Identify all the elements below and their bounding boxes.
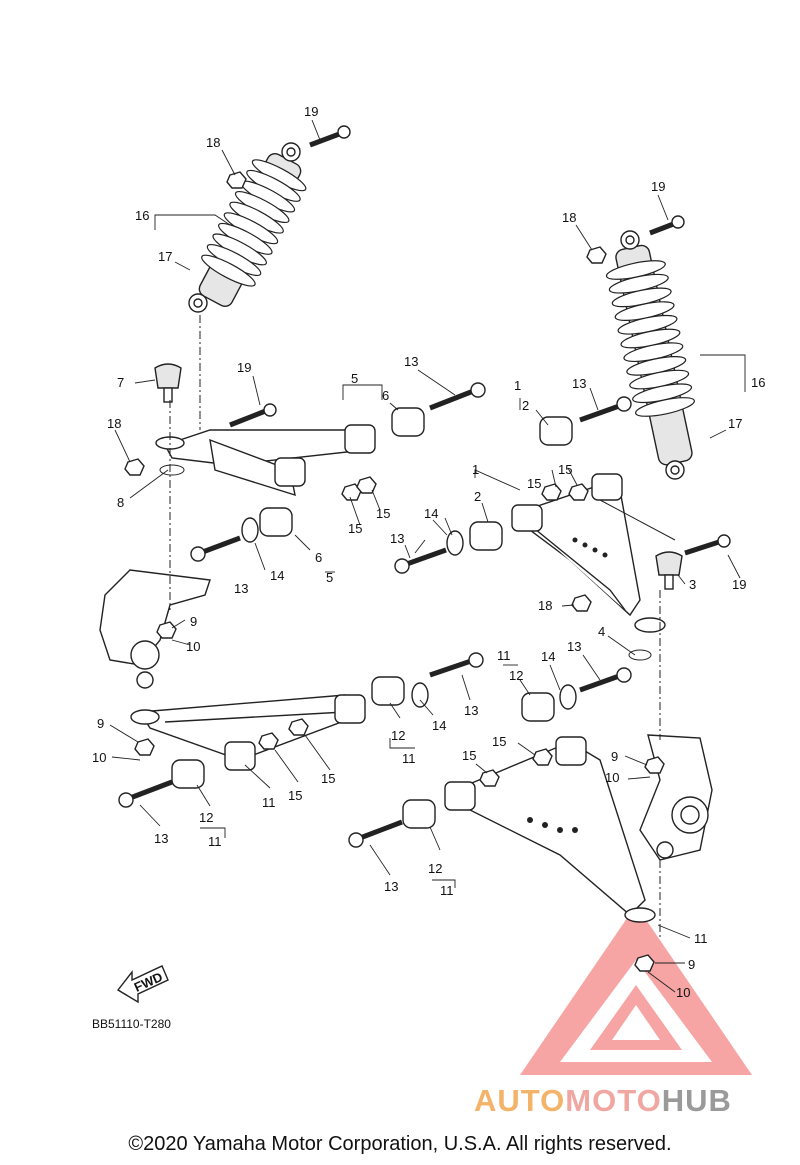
left-shock-absorber — [188, 142, 307, 313]
callout-13: 13 — [404, 354, 418, 369]
callout-4: 4 — [598, 624, 605, 639]
callout-17: 17 — [158, 249, 172, 264]
callout-13: 13 — [234, 581, 248, 596]
callout-9: 9 — [688, 957, 695, 972]
callout-19: 19 — [237, 360, 251, 375]
upper-right-arm — [511, 473, 666, 633]
leader-lines — [109, 119, 746, 993]
callout-10: 10 — [676, 985, 690, 1000]
callout-16: 16 — [751, 375, 765, 390]
watermark-logo-triangle — [520, 905, 752, 1075]
left-steering-knuckle — [99, 569, 211, 689]
lower-right-arm — [444, 736, 656, 923]
bolts — [118, 125, 731, 848]
bushings — [171, 407, 577, 829]
lower-left-arm — [130, 694, 366, 771]
callout-15: 15 — [288, 788, 302, 803]
watermark-part1: AUTO — [474, 1083, 566, 1118]
nuts — [124, 171, 665, 972]
callout-15: 15 — [527, 476, 541, 491]
callout-12: 12 — [428, 861, 442, 876]
callout-11: 11 — [262, 795, 276, 810]
callout-13: 13 — [567, 639, 581, 654]
callout-9: 9 — [611, 749, 618, 764]
callout-2: 2 — [522, 398, 529, 413]
callout-12: 12 — [199, 810, 213, 825]
ball-joint-7 — [154, 363, 182, 403]
fwd-label: FWD — [132, 969, 165, 995]
callout-13: 13 — [464, 703, 478, 718]
callout-6: 6 — [315, 550, 322, 565]
callout-5: 5 — [326, 570, 333, 585]
callout-1: 1 — [472, 462, 479, 477]
callout-13: 13 — [384, 879, 398, 894]
callout-19: 19 — [732, 577, 746, 592]
callout-15: 15 — [558, 462, 572, 477]
callout-11: 11 — [440, 883, 454, 898]
circlips — [159, 464, 652, 661]
callout-7: 7 — [117, 375, 124, 390]
watermark-part2: MOTO — [565, 1083, 662, 1118]
right-steering-knuckle — [639, 734, 713, 861]
fwd-arrow-icon: FWD — [116, 965, 169, 1004]
callout-15: 15 — [492, 734, 506, 749]
assembly-lines — [169, 315, 676, 940]
callout-5: 5 — [351, 371, 358, 386]
callout-9: 9 — [97, 716, 104, 731]
right-shock-absorber — [605, 230, 695, 480]
copyright-notice: ©2020 Yamaha Motor Corporation, U.S.A. A… — [128, 1133, 672, 1155]
callout-13: 13 — [154, 831, 168, 846]
callout-14: 14 — [424, 506, 438, 521]
callout-19: 19 — [651, 179, 665, 194]
callout-13: 13 — [572, 376, 586, 391]
callout-10: 10 — [92, 750, 106, 765]
callout-9: 9 — [190, 614, 197, 629]
callout-10: 10 — [186, 639, 200, 654]
callout-18: 18 — [538, 598, 552, 613]
callout-15: 15 — [462, 748, 476, 763]
callout-17: 17 — [728, 416, 742, 431]
callout-13: 13 — [390, 531, 404, 546]
callout-15: 15 — [348, 521, 362, 536]
callout-14: 14 — [541, 649, 555, 664]
callout-8: 8 — [117, 495, 124, 510]
callout-14: 14 — [270, 568, 284, 583]
callout-2: 2 — [474, 489, 481, 504]
callout-18: 18 — [206, 135, 220, 150]
callout-15: 15 — [321, 771, 335, 786]
callout-18: 18 — [562, 210, 576, 225]
callout-labels: 19 18 16 17 19 18 16 17 7 18 8 19 5 6 13… — [92, 104, 765, 1000]
callout-10: 10 — [605, 770, 619, 785]
callout-15: 15 — [376, 506, 390, 521]
upper-left-arm — [155, 424, 376, 497]
callout-11: 11 — [694, 931, 708, 946]
callout-3: 3 — [689, 577, 696, 592]
diagram-code: BB51110-T280 — [92, 1017, 171, 1031]
callout-6: 6 — [382, 388, 389, 403]
callout-11: 11 — [402, 751, 416, 766]
callout-12: 12 — [391, 728, 405, 743]
callout-1: 1 — [514, 378, 521, 393]
watermark-logo-text: AUTOMOTOHUB — [474, 1083, 732, 1119]
callout-14: 14 — [432, 718, 446, 733]
callout-11: 11 — [497, 648, 511, 663]
callout-19: 19 — [304, 104, 318, 119]
callout-16: 16 — [135, 208, 149, 223]
callout-18: 18 — [107, 416, 121, 431]
ball-joint-3 — [655, 551, 683, 590]
callout-12: 12 — [509, 668, 523, 683]
callout-11: 11 — [208, 834, 222, 849]
watermark-part3: HUB — [661, 1083, 732, 1118]
